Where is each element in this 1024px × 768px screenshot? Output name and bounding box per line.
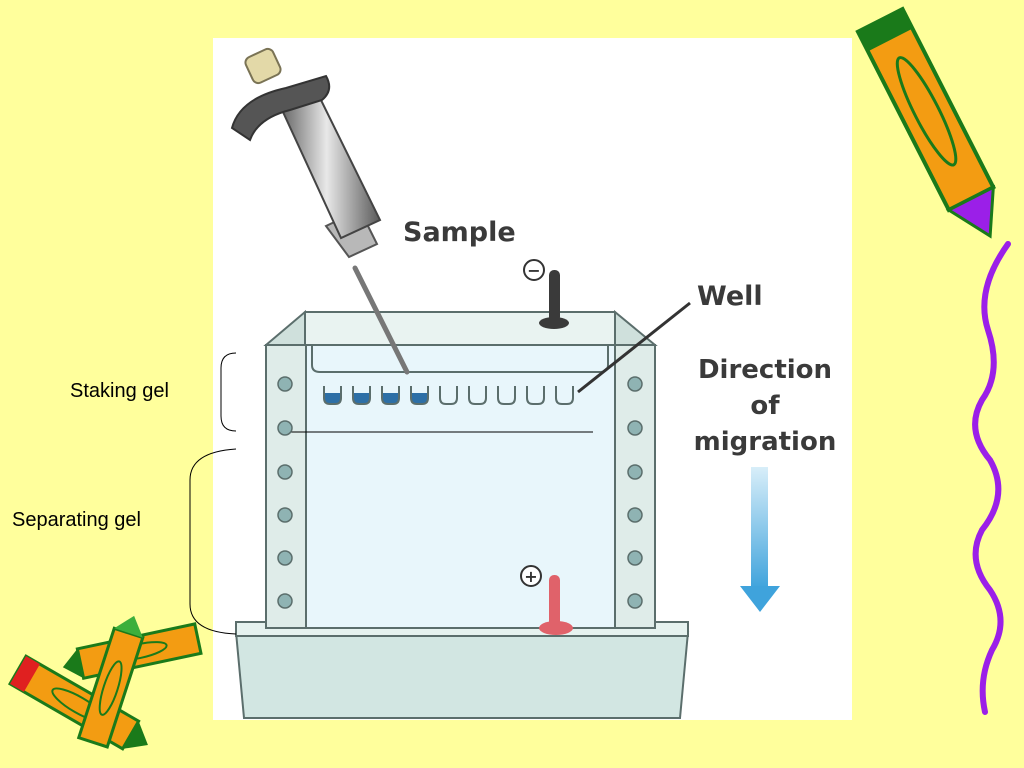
well-sample-surface — [412, 386, 427, 393]
well-empty — [439, 386, 458, 405]
wells-row — [323, 386, 574, 405]
well-sample-surface — [325, 386, 340, 393]
staking-gel-label: Staking gel — [70, 380, 169, 402]
negative-symbol: − — [527, 261, 540, 280]
direction-label-line3: migration — [694, 427, 837, 457]
positive-electrode: + — [520, 565, 573, 635]
negative-electrode: − — [523, 259, 569, 329]
crayon-icon — [76, 615, 145, 749]
well-empty — [526, 386, 545, 405]
separating-gel-brace — [189, 448, 237, 635]
migration-arrow — [740, 467, 780, 612]
well-sample-surface — [383, 386, 398, 393]
separating-gel-label: Separating gel — [12, 509, 141, 531]
pencil-icon — [855, 6, 997, 239]
well-empty — [468, 386, 487, 405]
direction-label-line1: Direction — [698, 355, 832, 385]
squiggle-decoration — [972, 241, 1011, 715]
well-pointer-line — [577, 301, 691, 394]
positive-symbol: + — [524, 567, 537, 586]
pipette-icon — [230, 47, 410, 375]
well-empty — [497, 386, 516, 405]
well-sample-surface — [354, 386, 369, 393]
gel-tank: − + — [234, 259, 690, 719]
direction-label-line2: of — [750, 391, 780, 421]
staking-gel-brace — [220, 352, 237, 432]
well-empty — [555, 386, 574, 405]
sample-label: Sample — [403, 217, 516, 248]
well-label: Well — [697, 281, 763, 312]
